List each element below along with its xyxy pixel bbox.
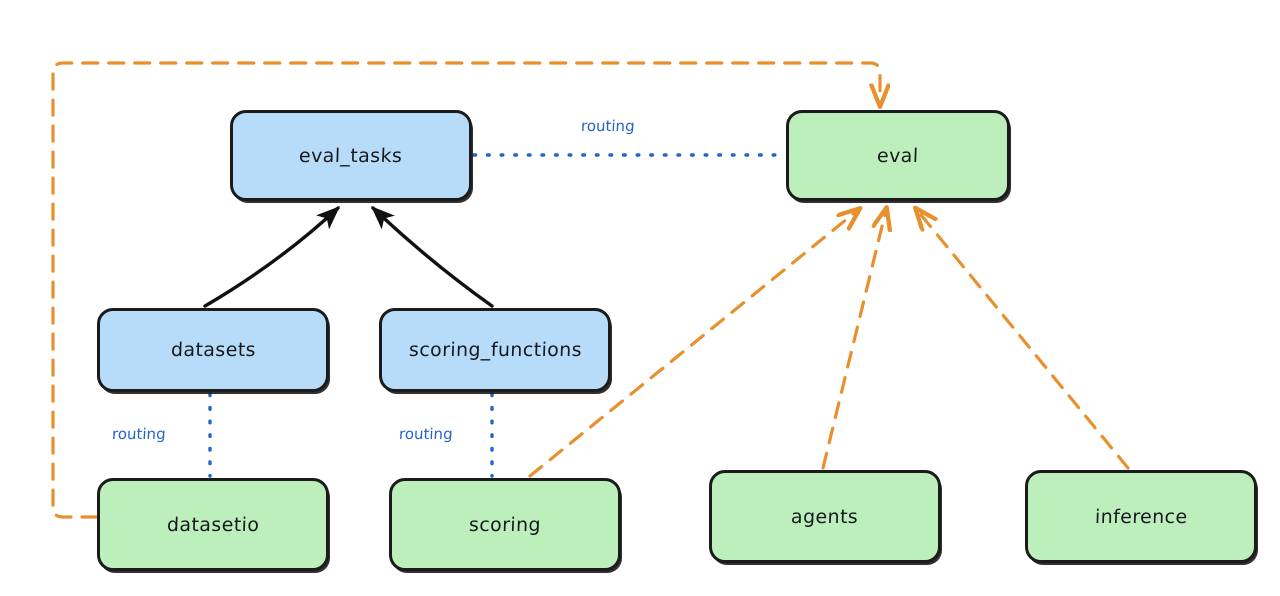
- node-label-inference: inference: [1094, 505, 1188, 528]
- edge-label-routing-datasetio: routing: [111, 425, 167, 443]
- node-label-agents: agents: [791, 505, 859, 528]
- node-scoring-functions[interactable]: scoring_functions: [379, 308, 611, 392]
- node-label-datasets: datasets: [170, 339, 256, 361]
- edge-label-routing-eval: routing: [580, 117, 636, 135]
- node-inference[interactable]: inference: [1025, 470, 1257, 563]
- node-scoring[interactable]: scoring: [389, 478, 621, 571]
- node-label-scoring-functions: scoring_functions: [408, 339, 582, 361]
- edge-scoring-functions-to-eval-tasks: [371, 206, 494, 308]
- node-datasets[interactable]: datasets: [97, 308, 329, 392]
- edge-agents-to-eval: [821, 210, 886, 470]
- node-label-eval-tasks: eval_tasks: [298, 144, 404, 167]
- node-agents[interactable]: agents: [709, 470, 941, 563]
- node-eval[interactable]: eval: [786, 110, 1010, 201]
- node-label-eval: eval: [876, 144, 920, 167]
- edge-datasets-to-eval-tasks: [203, 206, 340, 308]
- edge-inference-to-eval: [917, 210, 1130, 470]
- edge-label-routing-scoring: routing: [398, 425, 454, 443]
- node-label-scoring: scoring: [468, 513, 542, 536]
- node-eval-tasks[interactable]: eval_tasks: [230, 110, 472, 201]
- node-datasetio[interactable]: datasetio: [97, 478, 329, 571]
- node-label-datasetio: datasetio: [166, 513, 260, 536]
